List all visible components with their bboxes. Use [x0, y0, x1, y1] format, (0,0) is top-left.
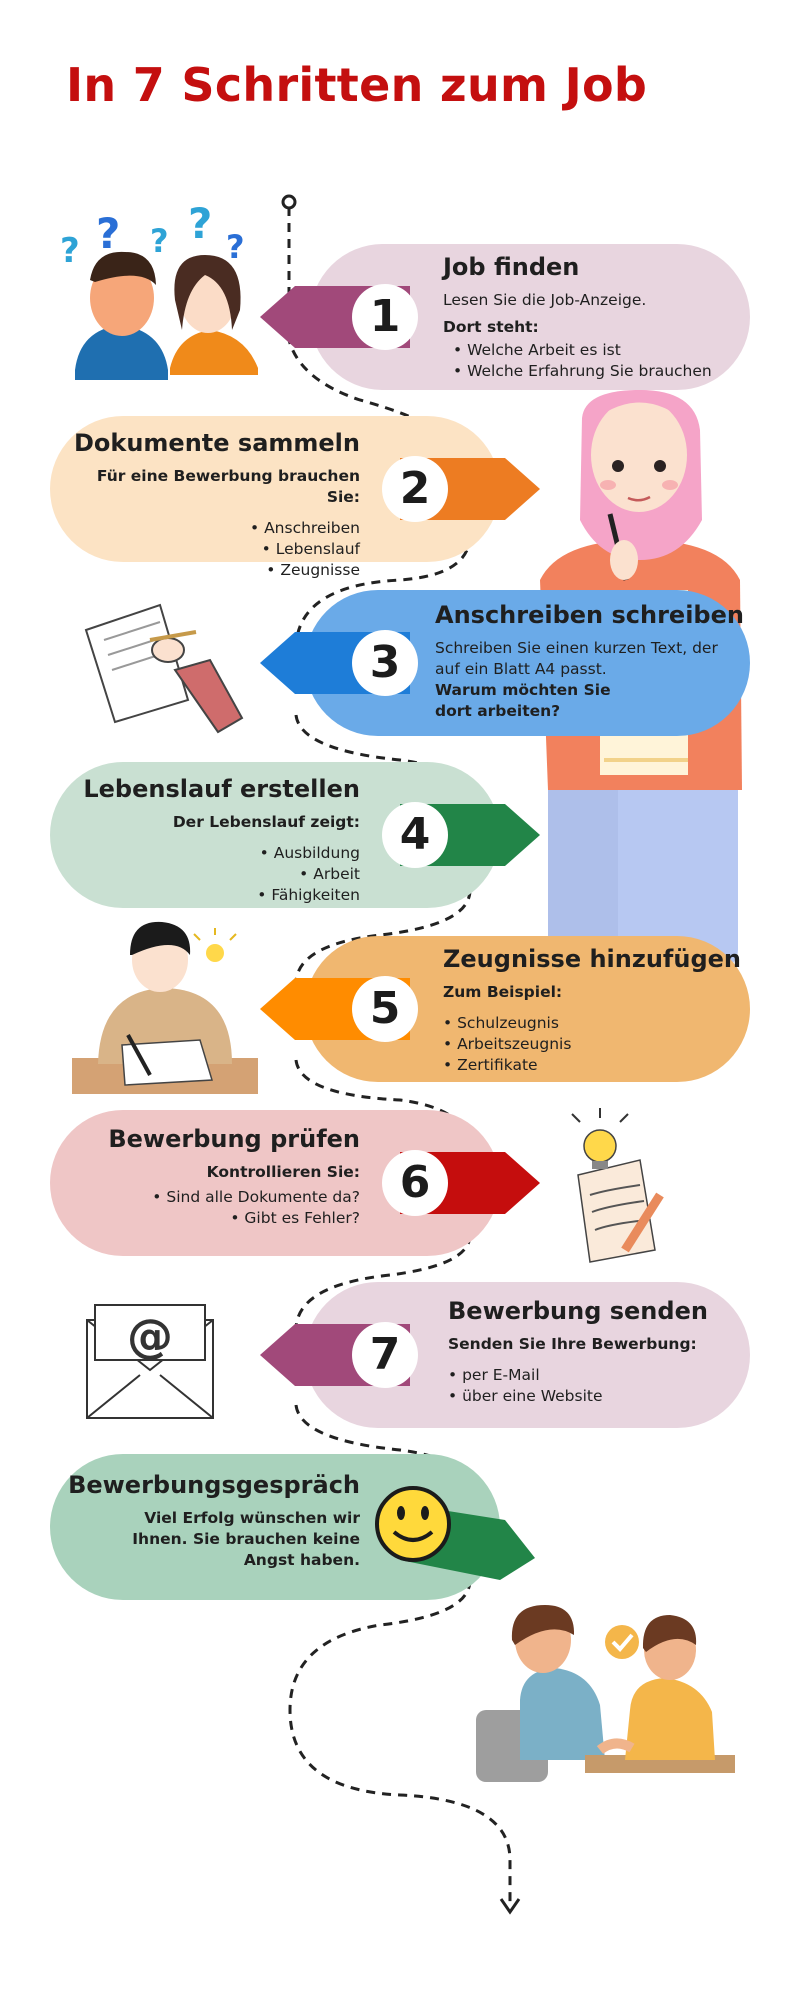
email-envelope-icon: @: [86, 1304, 214, 1419]
step-1-subtitle: Dort steht:: [443, 318, 539, 336]
step-7-card: Bewerbung senden Senden Sie Ihre Bewerbu…: [448, 1296, 733, 1407]
step-6-card: Bewerbung prüfen Kontrollieren Sie: Sind…: [60, 1124, 360, 1229]
lightbulb-notes-icon: [571, 1108, 664, 1263]
step-5-item: Arbeitszeugnis: [443, 1034, 733, 1055]
step-3-intro: Schreiben Sie einen kurzen Text, der auf…: [435, 639, 718, 678]
step-5-subtitle: Zum Beispiel:: [443, 983, 563, 1001]
job-interview-handshake-icon: [476, 1605, 735, 1782]
step-2-item: Lebenslauf: [60, 539, 360, 560]
svg-text:?: ?: [226, 228, 245, 266]
step-7-item: per E-Mail: [448, 1365, 733, 1386]
confused-people-icon: ? ? ? ? ?: [60, 199, 258, 380]
step-3-title: Anschreiben schreiben: [435, 601, 744, 629]
step-1-card: Job finden Lesen Sie die Job-Anzeige. Do…: [443, 252, 733, 382]
step-6-title: Bewerbung prüfen: [108, 1125, 360, 1153]
step-7-number: 7: [352, 1322, 418, 1388]
step-1-number: 1: [352, 284, 418, 350]
step-5-item: Schulzeugnis: [443, 1013, 733, 1034]
step-4-item: Arbeit: [60, 864, 360, 885]
step-6-subtitle: Kontrollieren Sie:: [206, 1163, 360, 1181]
step-1-intro: Lesen Sie die Job-Anzeige.: [443, 291, 647, 309]
step-2-card: Dokumente sammeln Für eine Bewerbung bra…: [60, 428, 360, 581]
final-text: Viel Erfolg wünschen wir Ihnen. Sie brau…: [132, 1509, 360, 1569]
step-1-item: Welche Arbeit es ist: [453, 340, 733, 361]
svg-text:?: ?: [96, 209, 120, 258]
final-card: Bewerbungsgespräch Viel Erfolg wünschen …: [60, 1470, 360, 1571]
step-4-subtitle: Der Lebenslauf zeigt:: [172, 813, 360, 831]
step-2-item: Anschreiben: [60, 518, 360, 539]
svg-text:?: ?: [150, 222, 169, 260]
student-writing-icon: [72, 921, 258, 1094]
final-title: Bewerbungsgespräch: [68, 1471, 360, 1499]
step-2-number: 2: [382, 456, 448, 522]
step-7-subtitle: Senden Sie Ihre Bewerbung:: [448, 1335, 697, 1353]
step-1-title: Job finden: [443, 253, 580, 281]
step-6-item: Gibt es Fehler?: [60, 1208, 360, 1229]
step-5-card: Zeugnisse hinzufügen Zum Beispiel: Schul…: [443, 944, 741, 1076]
step-6-number: 6: [382, 1150, 448, 1216]
svg-text:?: ?: [60, 231, 80, 271]
step-7-title: Bewerbung senden: [448, 1297, 708, 1325]
step-5-item: Zertifikate: [443, 1055, 733, 1076]
step-5-number: 5: [352, 976, 418, 1042]
step-3-card: Anschreiben schreiben Schreiben Sie eine…: [435, 600, 744, 722]
step-2-subtitle: Für eine Bewerbung brauchen Sie:: [96, 467, 360, 506]
step-4-title: Lebenslauf erstellen: [83, 775, 360, 803]
step-3-number: 3: [352, 630, 418, 696]
step-2-title: Dokumente sammeln: [73, 429, 360, 457]
svg-text:?: ?: [188, 199, 212, 248]
step-4-card: Lebenslauf erstellen Der Lebenslauf zeig…: [60, 774, 360, 906]
step-6-item: Sind alle Dokumente da?: [60, 1187, 360, 1208]
step-3-subtitle: Warum möchten Sie dort arbeiten?: [435, 681, 611, 720]
svg-text:@: @: [127, 1309, 173, 1363]
step-1-item: Welche Erfahrung Sie brauchen: [453, 361, 733, 382]
step-2-item: Zeugnisse: [60, 560, 360, 581]
step-4-item: Fähigkeiten: [60, 885, 360, 906]
page-title: In 7 Schritten zum Job: [66, 58, 648, 112]
smiley-face-icon: [375, 1486, 451, 1562]
writing-hand-icon: [84, 603, 244, 734]
step-7-item: über eine Website: [448, 1386, 733, 1407]
step-5-title: Zeugnisse hinzufügen: [443, 945, 741, 973]
step-4-number: 4: [382, 802, 448, 868]
step-4-item: Ausbildung: [60, 843, 360, 864]
